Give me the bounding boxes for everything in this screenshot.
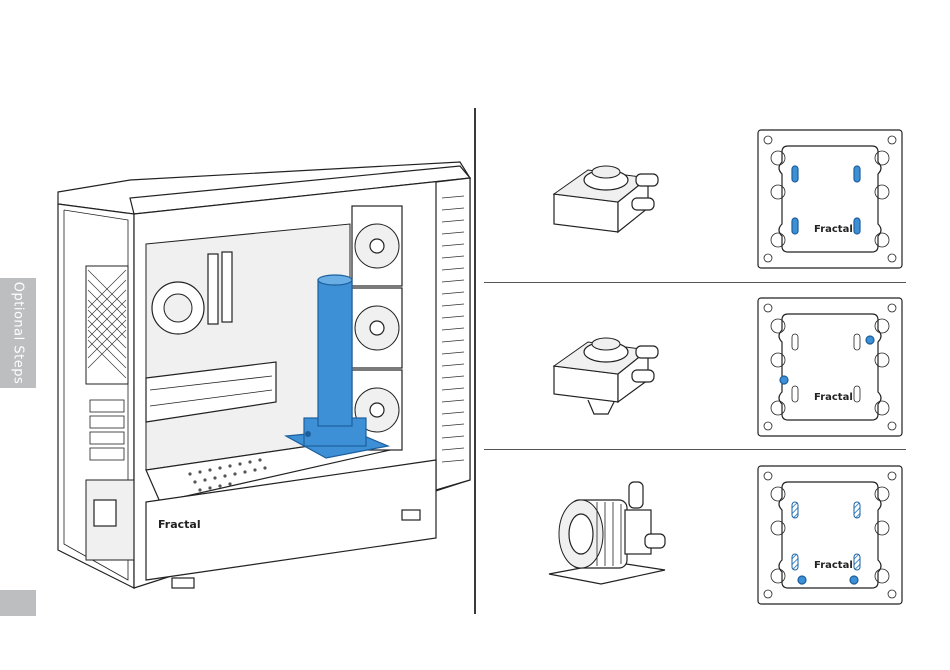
plate-brand-1: Fractal: [814, 224, 853, 235]
row-divider-2: [484, 449, 906, 450]
mount-plate-hatched: Fractal: [756, 464, 904, 606]
column-divider: [474, 108, 476, 614]
ddc-pump: [545, 478, 675, 593]
pump-with-bracket: [548, 322, 668, 422]
pump-top-port: [548, 150, 668, 240]
plate-brand-3: Fractal: [814, 560, 853, 571]
section-tab-label: Optional Steps: [11, 282, 26, 384]
case-brand-logo: Fractal: [158, 518, 201, 531]
case-illustration: Fractal: [50, 150, 470, 590]
section-tab: Optional Steps: [0, 278, 36, 388]
page-marker: [0, 590, 36, 616]
mount-plate-slots: Fractal: [756, 128, 904, 270]
row-divider-1: [484, 282, 906, 283]
mount-plate-holes: Fractal: [756, 296, 904, 438]
plate-brand-2: Fractal: [814, 392, 853, 403]
